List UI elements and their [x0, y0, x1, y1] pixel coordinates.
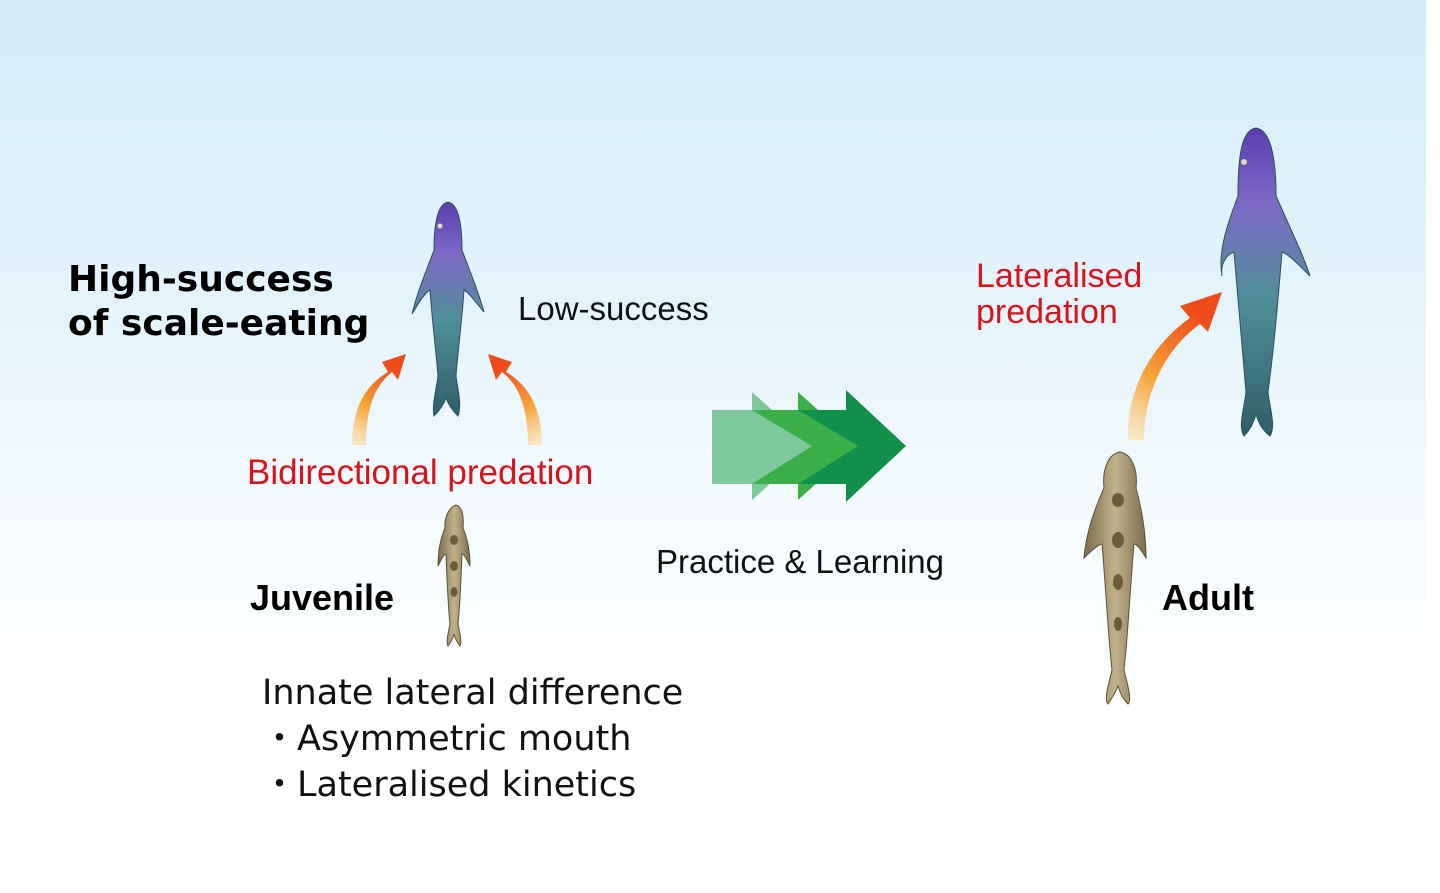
high-success-line2: of scale-eating: [68, 303, 370, 344]
lateralised-predation-label: Lateralised predation: [976, 258, 1142, 330]
curved-arrow-icon: [352, 354, 406, 445]
high-success-line1: High-success: [68, 259, 334, 300]
juvenile-label: Juvenile: [250, 577, 395, 618]
lateralised-line2: predation: [976, 293, 1118, 331]
adult-fish-icon: [1083, 451, 1147, 705]
innate-item-kinetics: ・Lateralised kinetics: [262, 765, 637, 805]
innate-title: Innate lateral difference: [262, 673, 684, 713]
chevron-arrows-icon: [712, 390, 906, 502]
curved-arrow-icon: [488, 354, 542, 445]
scale-eater-fish-icon: [411, 201, 485, 418]
innate-item-mouth: ・Asymmetric mouth: [262, 719, 632, 759]
lateralised-line1: Lateralised: [976, 257, 1143, 295]
low-success-label: Low-success: [518, 290, 709, 327]
right-margin: [1426, 0, 1440, 893]
scale-eater-fish-icon: [1220, 127, 1311, 437]
curved-arrow-icon: [1127, 292, 1222, 440]
innate-difference-block: Innate lateral difference ・Asymmetric mo…: [262, 670, 683, 808]
high-success-label: High-success of scale-eating: [68, 258, 369, 346]
bidirectional-predation-label: Bidirectional predation: [247, 453, 594, 492]
adult-label: Adult: [1162, 577, 1254, 618]
juvenile-fish-icon: [437, 504, 471, 647]
practice-learning-label: Practice & Learning: [656, 543, 944, 580]
